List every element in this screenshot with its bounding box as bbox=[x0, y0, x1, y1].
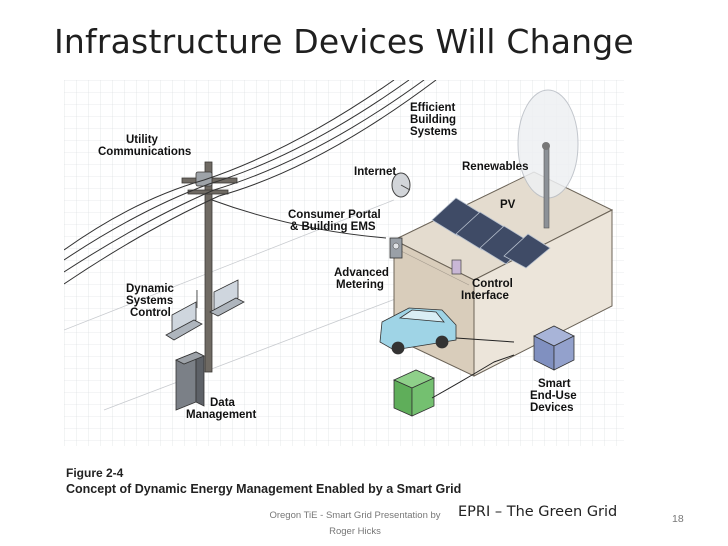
label-dynamic-1: Dynamic bbox=[126, 283, 175, 295]
figure-caption: Concept of Dynamic Energy Management Ena… bbox=[66, 482, 461, 496]
label-dynamic-2: Systems bbox=[126, 295, 173, 307]
label-efficient-2: Building bbox=[410, 114, 456, 126]
label-data-2: Management bbox=[186, 409, 256, 421]
smart-device bbox=[534, 326, 574, 370]
label-portal-2: & Building EMS bbox=[290, 221, 376, 233]
label-utility-1: Utility bbox=[126, 134, 159, 146]
green-appliance bbox=[394, 370, 434, 416]
label-efficient-3: Systems bbox=[410, 126, 457, 138]
label-pv: PV bbox=[500, 199, 516, 211]
label-control-2: Interface bbox=[461, 290, 509, 302]
label-smart-1: Smart bbox=[538, 378, 571, 390]
slide-title: Infrastructure Devices Will Change bbox=[54, 22, 714, 61]
server-rack bbox=[176, 352, 204, 410]
smart-grid-diagram: Efficient Building Systems Utility Commu… bbox=[64, 80, 624, 446]
slide-number: 18 bbox=[672, 513, 684, 525]
figure-number: Figure 2-4 bbox=[66, 466, 123, 480]
footer-presentation-info: Oregon TiE - Smart Grid Presentation by … bbox=[250, 508, 460, 540]
label-smart-2: End-Use bbox=[530, 390, 577, 402]
label-smart-3: Devices bbox=[530, 402, 573, 414]
label-efficient-1: Efficient bbox=[410, 102, 456, 114]
control-panel bbox=[452, 260, 461, 274]
label-dynamic-3: Control bbox=[130, 307, 171, 319]
label-data-1: Data bbox=[210, 397, 236, 409]
source-credit: EPRI – The Green Grid bbox=[458, 504, 617, 520]
meter-device bbox=[390, 238, 402, 258]
label-metering-1: Advanced bbox=[334, 267, 389, 279]
label-internet: Internet bbox=[354, 166, 396, 178]
label-control-1: Control bbox=[472, 278, 513, 290]
label-utility-2: Communications bbox=[98, 146, 191, 158]
footer-line-1: Oregon TiE - Smart Grid Presentation by bbox=[250, 508, 460, 524]
footer-line-2: Roger Hicks bbox=[250, 524, 460, 540]
label-renewables: Renewables bbox=[462, 161, 528, 173]
label-portal-1: Consumer Portal bbox=[288, 209, 381, 221]
label-metering-2: Metering bbox=[336, 279, 384, 291]
